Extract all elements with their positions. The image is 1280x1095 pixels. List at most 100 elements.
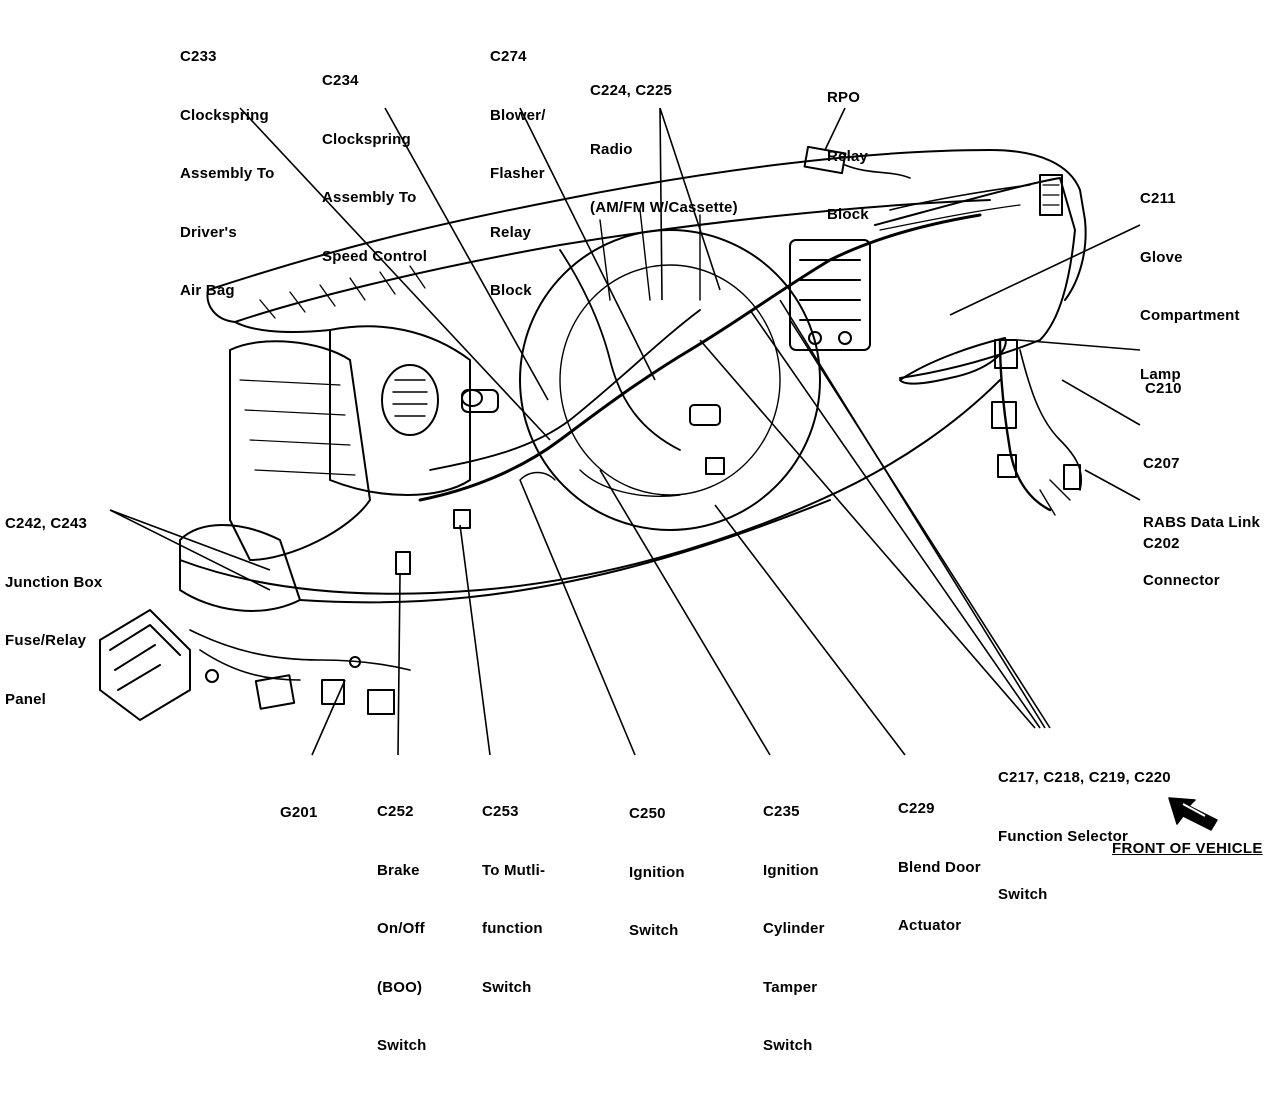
callout-line: G201 xyxy=(280,804,318,821)
callout-line: Clockspring xyxy=(322,130,411,148)
leader-c217-b xyxy=(749,309,1041,729)
leader-c242-b xyxy=(109,509,271,591)
callout-line: To Mutli- xyxy=(482,861,546,879)
callout-c235: C235 Ignition Cylinder Tamper Switch xyxy=(763,763,825,1095)
lower-dash-sweep-2 xyxy=(299,499,831,604)
dash-top-outline xyxy=(207,149,1087,301)
leader-c274 xyxy=(519,107,656,381)
front-arrow-icon xyxy=(1168,797,1218,831)
leader-c224-a xyxy=(659,107,663,301)
callout-line: Relay xyxy=(827,147,869,165)
callout-line: Switch xyxy=(998,886,1048,903)
callout-line: Ignition xyxy=(629,863,685,881)
callout-line: Actuator xyxy=(898,917,962,934)
callout-line: Compartment xyxy=(1140,307,1240,324)
callout-line: function xyxy=(482,920,543,937)
callout-line: On/Off xyxy=(377,920,425,937)
callout-c211: C211 Glove Compartment Lamp xyxy=(1140,150,1240,423)
callout-line: Brake xyxy=(377,861,420,879)
leader-g201 xyxy=(311,679,346,756)
callout-c207: C207 RABS Data Link Connector xyxy=(1143,415,1260,630)
callout-line: C253 xyxy=(482,803,519,820)
callout-line: Relay xyxy=(490,223,532,241)
leader-c202 xyxy=(1084,469,1141,501)
callout-line: Clockspring xyxy=(180,106,269,124)
callout-line: C234 xyxy=(322,72,359,89)
dashboard-illustration xyxy=(99,145,1087,721)
callout-line: Lamp xyxy=(1140,365,1181,383)
steering-column-ring xyxy=(519,229,821,531)
callout-line: RPO xyxy=(827,89,861,106)
callout-line: Cylinder xyxy=(763,920,825,937)
callout-line: Ignition xyxy=(763,861,819,879)
rpo-relay-block xyxy=(803,145,847,175)
leader-c211 xyxy=(949,224,1141,316)
callout-c274: C274 Blower/ Flasher Relay Block xyxy=(490,8,546,340)
callout-line: Blower/ xyxy=(490,106,546,124)
callout-line: C211 xyxy=(1140,190,1176,207)
callout-c229: C229 Blend Door Actuator xyxy=(898,760,981,975)
dash-inner-edge xyxy=(234,321,331,333)
steering-column-inner xyxy=(559,264,781,496)
callout-line: Switch xyxy=(629,922,679,939)
callout-line: Driver's xyxy=(180,223,237,241)
callout-line: RABS Data Link xyxy=(1143,513,1260,531)
callout-line: Switch xyxy=(377,1037,427,1054)
leader-c217-d xyxy=(789,319,1051,729)
left-connector-plug xyxy=(99,609,191,721)
callout-line: Assembly To xyxy=(322,189,417,206)
leader-rpo xyxy=(824,107,846,151)
callout-line: C207 xyxy=(1143,455,1180,472)
callout-line: Panel xyxy=(5,690,47,708)
leader-c250 xyxy=(519,479,636,756)
callout-line: C250 xyxy=(629,805,666,822)
callout-c253: C253 To Mutli- function Switch xyxy=(482,763,545,1036)
leader-c233 xyxy=(239,107,551,441)
callout-line: (BOO) xyxy=(377,978,423,996)
leader-c234 xyxy=(384,107,549,401)
callout-c234: C234 Clockspring Assembly To Speed Contr… xyxy=(322,32,427,305)
callout-line: Fuse/Relay xyxy=(5,632,87,649)
callout-line: C224, C225 xyxy=(590,82,673,99)
callout-line: Switch xyxy=(763,1037,813,1054)
callout-line: C210 xyxy=(1145,380,1182,397)
leader-c252 xyxy=(397,574,401,756)
callout-line: Flasher xyxy=(490,165,545,182)
callout-c250: C250 Ignition Switch xyxy=(629,765,685,980)
callout-line: Radio xyxy=(590,140,633,158)
leader-c217-a xyxy=(699,339,1036,729)
callout-c242-c243: C242, C243 Junction Box Fuse/Relay Panel xyxy=(5,475,102,748)
leader-c235 xyxy=(599,469,771,756)
callout-line: Blend Door xyxy=(898,858,981,876)
callout-line: C217, C218, C219, C220 xyxy=(998,769,1171,786)
callout-c233: C233 Clockspring Assembly To Driver's Ai… xyxy=(180,8,274,340)
callout-c252: C252 Brake On/Off (BOO) Switch xyxy=(377,763,427,1095)
callout-line: C274 xyxy=(490,48,527,65)
glove-box-outline xyxy=(874,177,1076,379)
callout-line: Block xyxy=(490,282,532,299)
wiring-diagram: C233 Clockspring Assembly To Driver's Ai… xyxy=(5,8,1263,1054)
callout-line: C202 xyxy=(1143,535,1180,552)
callout-line: Tamper xyxy=(763,978,818,996)
callout-c217-c220: C217, C218, C219, C220 Function Selector… xyxy=(998,729,1171,944)
lower-dash-sweep xyxy=(179,379,1001,595)
leader-c217-c xyxy=(779,299,1046,729)
air-vent-left xyxy=(381,364,439,436)
callout-line: Function Selector xyxy=(998,827,1129,845)
callout-c210: C210 xyxy=(1145,340,1182,438)
leader-c253 xyxy=(459,524,491,756)
callout-line: Junction Box xyxy=(5,573,103,591)
front-of-vehicle-label: FRONT OF VEHICLE xyxy=(1112,840,1263,857)
callout-line: C252 xyxy=(377,803,414,820)
leader-lines xyxy=(109,107,1141,756)
leader-c224-b xyxy=(659,107,721,291)
leader-c207 xyxy=(1061,379,1141,426)
callout-line: C233 xyxy=(180,48,217,65)
callout-line: Switch xyxy=(482,978,532,996)
callout-line: (AM/FM W/Cassette) xyxy=(590,199,738,216)
callout-line: C229 xyxy=(898,800,935,817)
callout-line: Assembly To xyxy=(180,165,275,182)
junction-box-body xyxy=(229,340,371,561)
callout-g201: G201 xyxy=(280,764,318,862)
radio-stack xyxy=(789,239,871,351)
